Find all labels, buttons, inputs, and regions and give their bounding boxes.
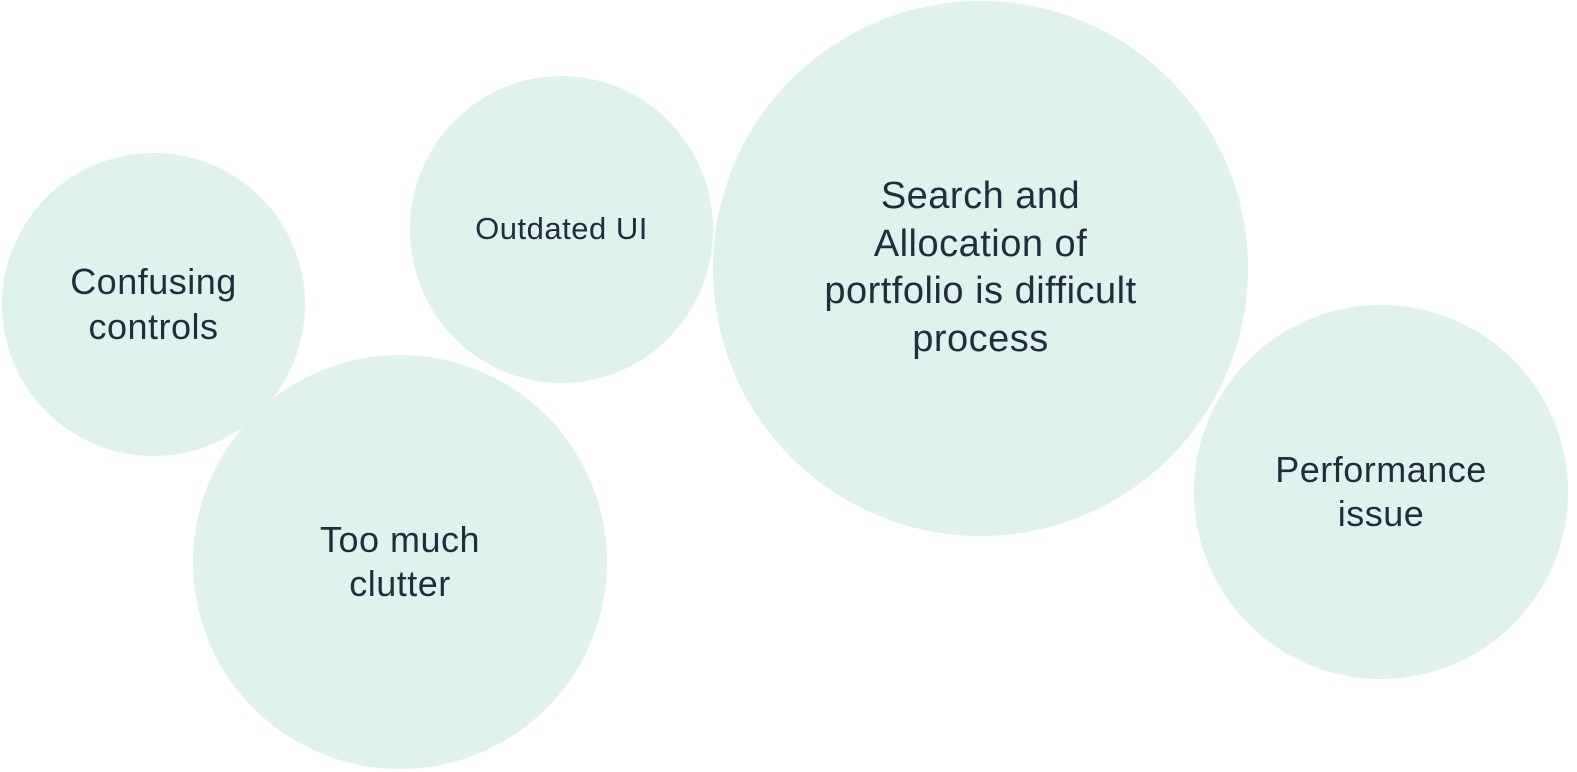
bubble-search-allocation: Search and Allocation of portfolio is di… [713, 1, 1248, 536]
bubble-label-confusing-controls: Confusing controls [70, 261, 237, 347]
bubble-confusing-controls: Confusing controls [2, 153, 305, 456]
bubble-label-too-much-clutter: Too much clutter [319, 518, 481, 604]
bubble-too-much-clutter: Too much clutter [193, 355, 607, 769]
bubble-label-outdated-ui: Outdated UI [475, 211, 648, 247]
bubble-outdated-ui: Outdated UI [410, 76, 713, 383]
bubble-label-performance-issue: Performance issue [1275, 448, 1487, 534]
bubble-performance-issue: Performance issue [1194, 305, 1568, 679]
bubble-label-search-allocation: Search and Allocation of portfolio is di… [824, 175, 1137, 360]
